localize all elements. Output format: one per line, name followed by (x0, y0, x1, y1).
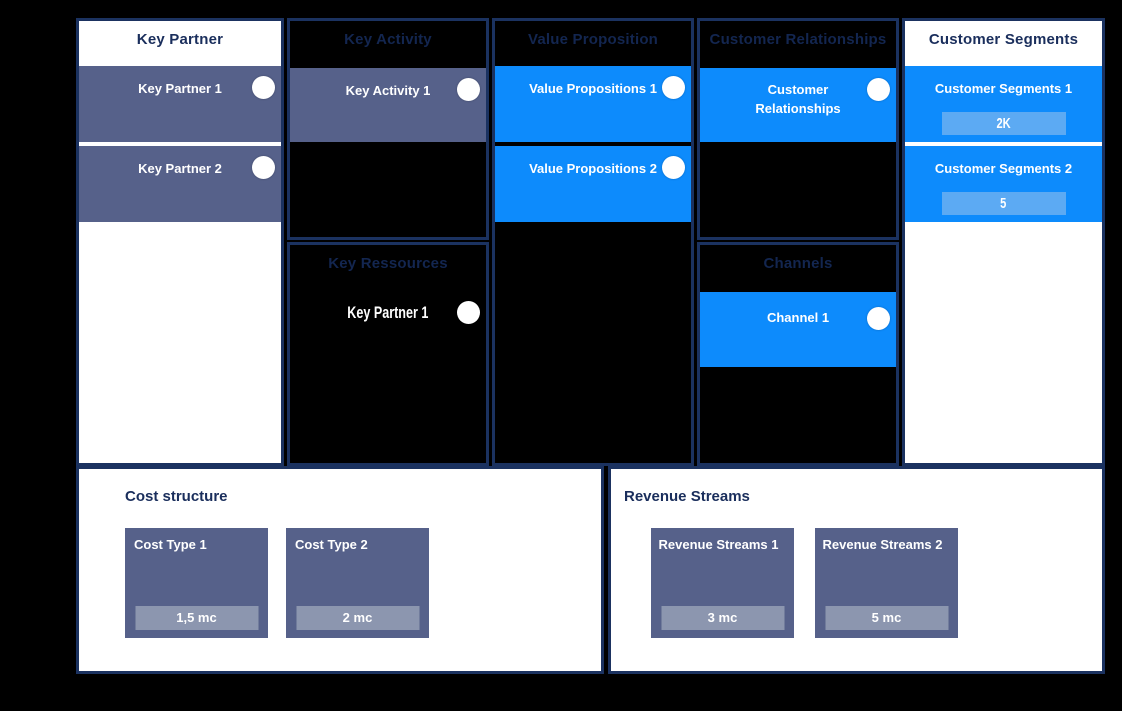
card-dot-icon (457, 78, 480, 101)
value-badge: 2 mc (296, 606, 419, 630)
badge-value: 2K (996, 115, 1011, 132)
value-badge: 2K (941, 112, 1066, 135)
card-dot-icon (252, 156, 275, 179)
value-proposition-title: Value Proposition (527, 31, 659, 48)
channels-panel: Channels Channel 1 (697, 242, 899, 466)
card-dot-icon (867, 307, 890, 330)
card-label: Cost Type 2 (295, 537, 368, 552)
key-activity-title: Key Activity (344, 31, 432, 48)
customer-relationships-title: Customer Relationships (709, 31, 887, 48)
key-partner-2-card[interactable]: Key Partner 2 (79, 146, 281, 222)
card-label: Value Propositions 2 (529, 161, 657, 176)
card-label: Key Partner 1 (138, 81, 222, 96)
value-proposition-2-card[interactable]: Value Propositions 2 (495, 146, 691, 222)
card-dot-icon (252, 76, 275, 99)
cost-type-2-card[interactable]: Cost Type 2 2 mc (286, 528, 429, 638)
key-activity-panel: Key Activity Key Activity 1 (287, 18, 489, 240)
key-resources-title: Key Ressources (328, 255, 448, 272)
badge-value: 5 (1000, 195, 1007, 212)
channel-1-card[interactable]: Channel 1 (700, 292, 896, 367)
customer-relationships-card[interactable]: Customer Relationships (700, 68, 896, 142)
value-proposition-panel: Value Proposition Value Propositions 1 V… (492, 18, 694, 466)
channels-title: Channels (763, 255, 833, 272)
revenue-streams-2-card[interactable]: Revenue Streams 2 5 mc (815, 528, 958, 638)
key-resources-panel: Key Ressources Key Partner 1 (287, 242, 489, 466)
revenue-streams-panel: Revenue Streams Revenue Streams 1 3 mc R… (608, 466, 1105, 674)
key-partner-panel: Key Partner Key Partner 1 Key Partner 2 (76, 18, 284, 466)
revenue-streams-1-card[interactable]: Revenue Streams 1 3 mc (651, 528, 794, 638)
card-label: Revenue Streams 1 (658, 537, 779, 552)
card-label: Customer Relationships (755, 82, 841, 116)
key-partner-title: Key Partner (136, 31, 224, 48)
key-resources-item[interactable]: Key Partner 1 (290, 300, 486, 326)
card-label: Channel 1 (766, 310, 830, 325)
key-partner-1-card[interactable]: Key Partner 1 (79, 66, 281, 142)
cost-type-1-card[interactable]: Cost Type 1 1,5 mc (125, 528, 268, 638)
cost-structure-title: Cost structure (125, 488, 228, 505)
card-label: Cost Type 1 (134, 537, 207, 552)
value-badge: 3 mc (661, 606, 784, 630)
key-activity-1-card[interactable]: Key Activity 1 (290, 68, 486, 142)
card-label: Customer Segments 2 (934, 161, 1073, 176)
customer-segments-panel: Customer Segments Customer Segments 1 2K… (902, 18, 1105, 466)
card-dot-icon (867, 78, 890, 101)
card-dot-icon (457, 301, 480, 324)
item-label: Key Partner 1 (347, 303, 429, 322)
card-label: Value Propositions 1 (529, 81, 657, 96)
customer-segments-2-card[interactable]: Customer Segments 2 5 (905, 146, 1102, 222)
card-label: Key Partner 2 (138, 161, 222, 176)
customer-segments-title: Customer Segments (928, 31, 1079, 48)
card-label: Customer Segments 1 (934, 81, 1073, 96)
value-proposition-1-card[interactable]: Value Propositions 1 (495, 66, 691, 142)
customer-segments-1-card[interactable]: Customer Segments 1 2K (905, 66, 1102, 142)
revenue-streams-title: Revenue Streams (624, 488, 750, 505)
customer-relationships-panel: Customer Relationships Customer Relation… (697, 18, 899, 240)
value-badge: 5 (941, 192, 1066, 215)
card-dot-icon (662, 156, 685, 179)
value-badge: 1,5 mc (135, 606, 258, 630)
card-label: Key Activity 1 (345, 83, 431, 98)
cost-structure-panel: Cost structure Cost Type 1 1,5 mc Cost T… (76, 466, 604, 674)
card-label: Revenue Streams 2 (822, 537, 943, 552)
value-badge: 5 mc (825, 606, 948, 630)
card-dot-icon (662, 76, 685, 99)
